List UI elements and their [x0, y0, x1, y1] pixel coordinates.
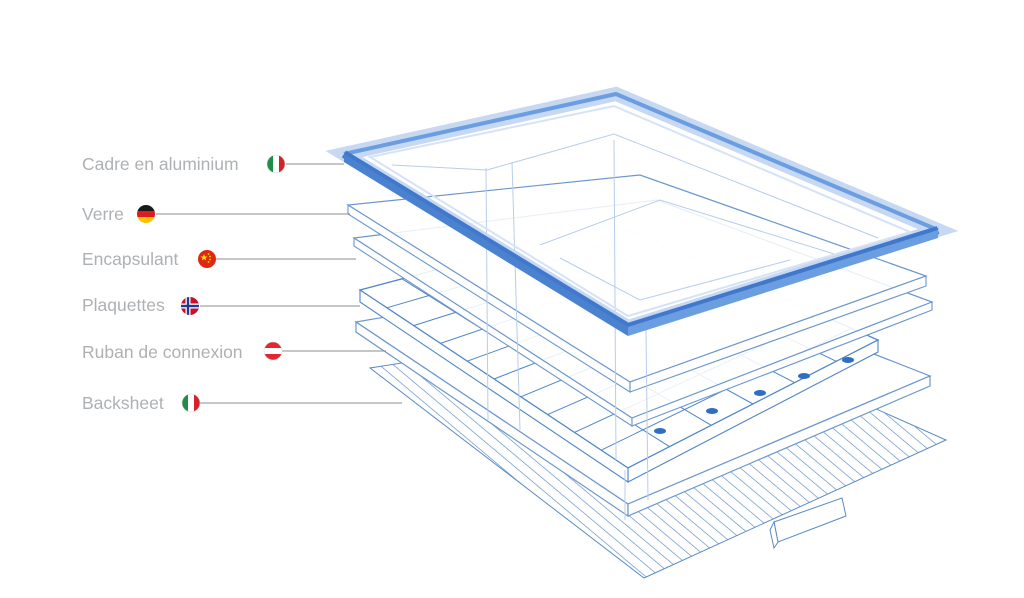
label-cadre: Cadre en aluminium: [82, 154, 239, 174]
flag-china-icon: [198, 250, 216, 268]
label-backsheet: Backsheet: [82, 393, 164, 413]
flag-italy-icon: [266, 154, 286, 174]
label-verre: Verre: [82, 204, 124, 224]
construction-lines: [391, 133, 879, 520]
leader-lines: [156, 163, 402, 404]
layer-labels: Cadre en aluminium Verre Encapsulant Pla…: [82, 154, 243, 413]
flag-austria-icon: [263, 341, 283, 361]
flag-norway-icon: [181, 297, 199, 315]
glass-layer: [346, 174, 928, 393]
label-ruban: Ruban de connexion: [82, 342, 243, 362]
flag-italy-icon: [181, 393, 201, 413]
label-encapsulant: Encapsulant: [82, 249, 178, 269]
aluminium-frame: [325, 86, 959, 336]
label-plaquettes: Plaquettes: [82, 295, 165, 315]
flag-germany-icon: [137, 205, 155, 223]
